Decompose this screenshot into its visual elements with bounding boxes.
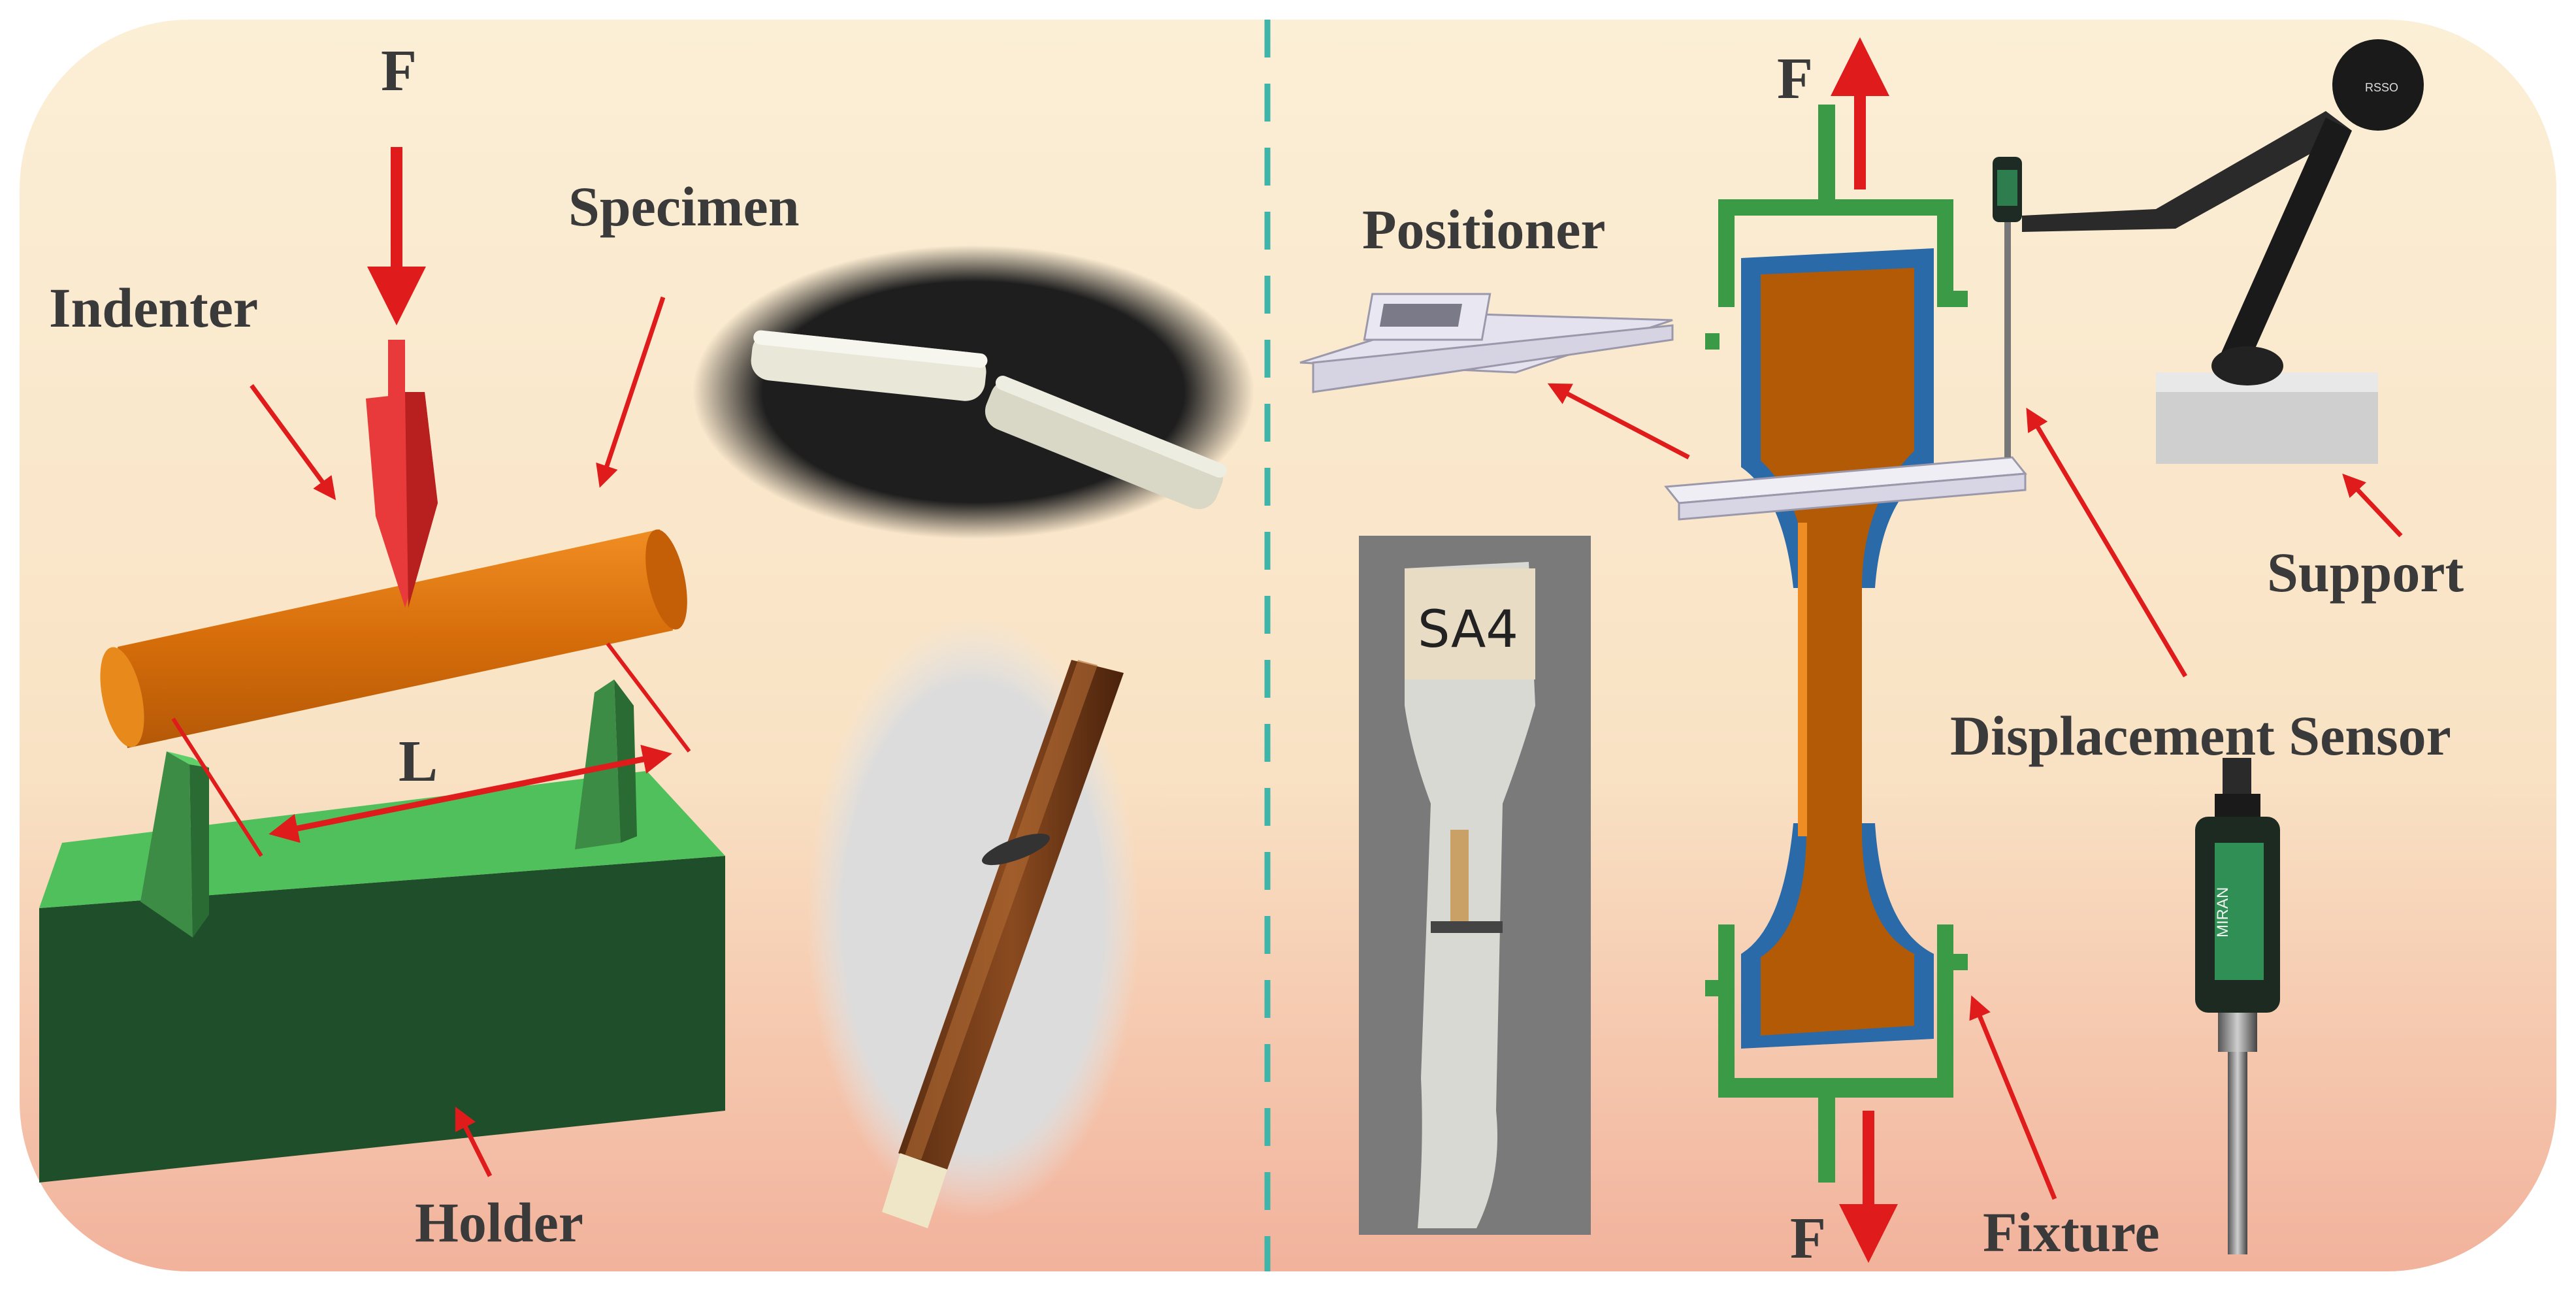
span-extension-right <box>606 642 691 753</box>
holder-pointer <box>455 1106 493 1177</box>
specimen-pointer <box>596 296 666 488</box>
sensor-pointer <box>2026 407 2188 678</box>
span-label: L <box>399 729 438 794</box>
sample-tag: SA4 <box>1418 600 1518 659</box>
span-dimension <box>269 744 672 843</box>
positioner-label: Positioner <box>1362 198 1606 261</box>
displacement-sensor-label: Displacement Sensor <box>1950 704 2451 767</box>
fixture-label: Fixture <box>1983 1201 2160 1264</box>
support-label: Support <box>2267 541 2464 604</box>
indenter-pointer <box>250 384 336 500</box>
photo-displacement-sensor: MIRAN <box>2195 758 2280 1254</box>
positioner-detail <box>1299 293 1674 393</box>
support-stand: RSSO <box>2022 39 2424 464</box>
force-label-top: F <box>1777 46 1813 111</box>
indenter <box>366 340 438 608</box>
left-support <box>140 751 209 938</box>
indenter-label: Indenter <box>49 276 258 339</box>
photo-tube-specimen <box>807 617 1140 1228</box>
positioner-pointer <box>1547 383 1690 460</box>
force-label-left: F <box>381 39 417 103</box>
positioner-mounted <box>1664 456 2027 521</box>
knob-brand: RSSO <box>2365 81 2398 94</box>
photo-broken-specimen <box>693 245 1254 539</box>
specimen-label: Specimen <box>568 175 800 238</box>
specimen-rod <box>100 529 687 748</box>
fixture-pointer <box>1969 995 2057 1200</box>
holder-label: Holder <box>415 1191 583 1254</box>
support-pointer <box>2342 473 2403 538</box>
force-label-bottom: F <box>1790 1206 1826 1271</box>
span-extension-left <box>171 717 263 857</box>
photo-sample-sa4: SA4 <box>1359 536 1591 1235</box>
dogbone-specimen <box>1761 268 1914 1036</box>
sensor-brand: MIRAN <box>2214 887 2232 938</box>
displacement-sensor-mounted <box>1993 157 2022 457</box>
